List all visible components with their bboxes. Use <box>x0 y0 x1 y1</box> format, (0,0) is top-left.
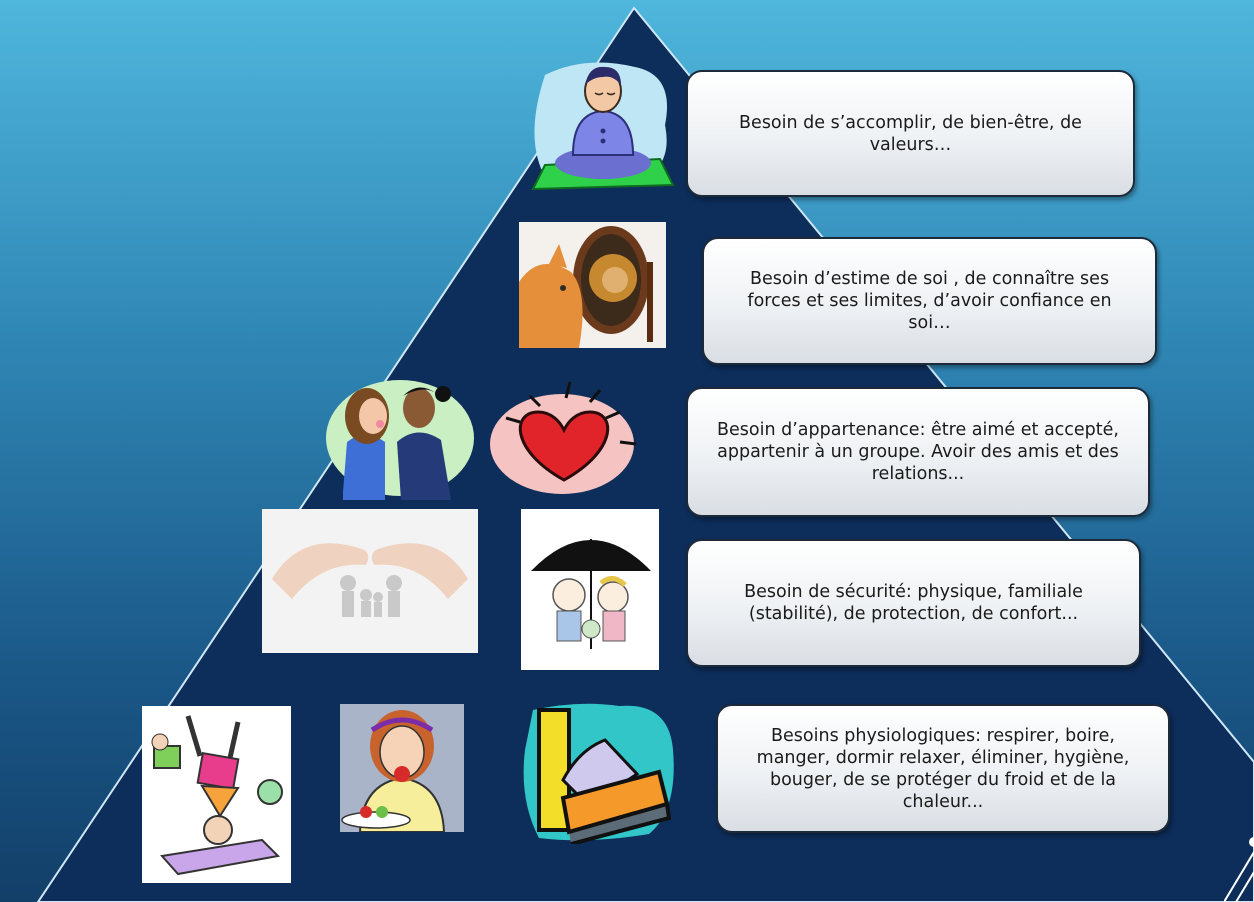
friends-icon <box>325 372 475 500</box>
heart-icon <box>490 372 640 500</box>
level-self-actualization-box: Besoin de s’accomplir, de bien-être, de … <box>686 70 1135 197</box>
level-belonging-text: Besoin d’appartenance: être aimé et acce… <box>717 420 1119 484</box>
level-safety-box: Besoin de sécurité: physique, familiale … <box>686 539 1141 667</box>
protecting-hands-icon <box>262 509 478 653</box>
cat-lion-mirror-icon <box>519 222 666 348</box>
level-physiological-box: Besoins physiologiques: respirer, boire,… <box>716 704 1170 833</box>
umbrella-family-icon <box>521 509 659 670</box>
level-physiological-text: Besoins physiologiques: respirer, boire,… <box>756 725 1130 812</box>
level-self-actualization-text: Besoin de s’accomplir, de bien-être, de … <box>739 112 1082 155</box>
level-safety-text: Besoin de sécurité: physique, familiale … <box>744 582 1083 624</box>
eating-woman-icon <box>340 704 464 832</box>
corner-decoration <box>1224 837 1254 902</box>
meditating-man-icon <box>525 55 677 193</box>
bed-icon <box>519 700 678 844</box>
level-esteem-text: Besoin d’estime de soi , de connaître se… <box>747 269 1112 333</box>
level-esteem-box: Besoin d’estime de soi , de connaître se… <box>702 237 1157 365</box>
level-belonging-box: Besoin d’appartenance: être aimé et acce… <box>686 387 1150 517</box>
exercise-kids-icon <box>142 706 291 883</box>
